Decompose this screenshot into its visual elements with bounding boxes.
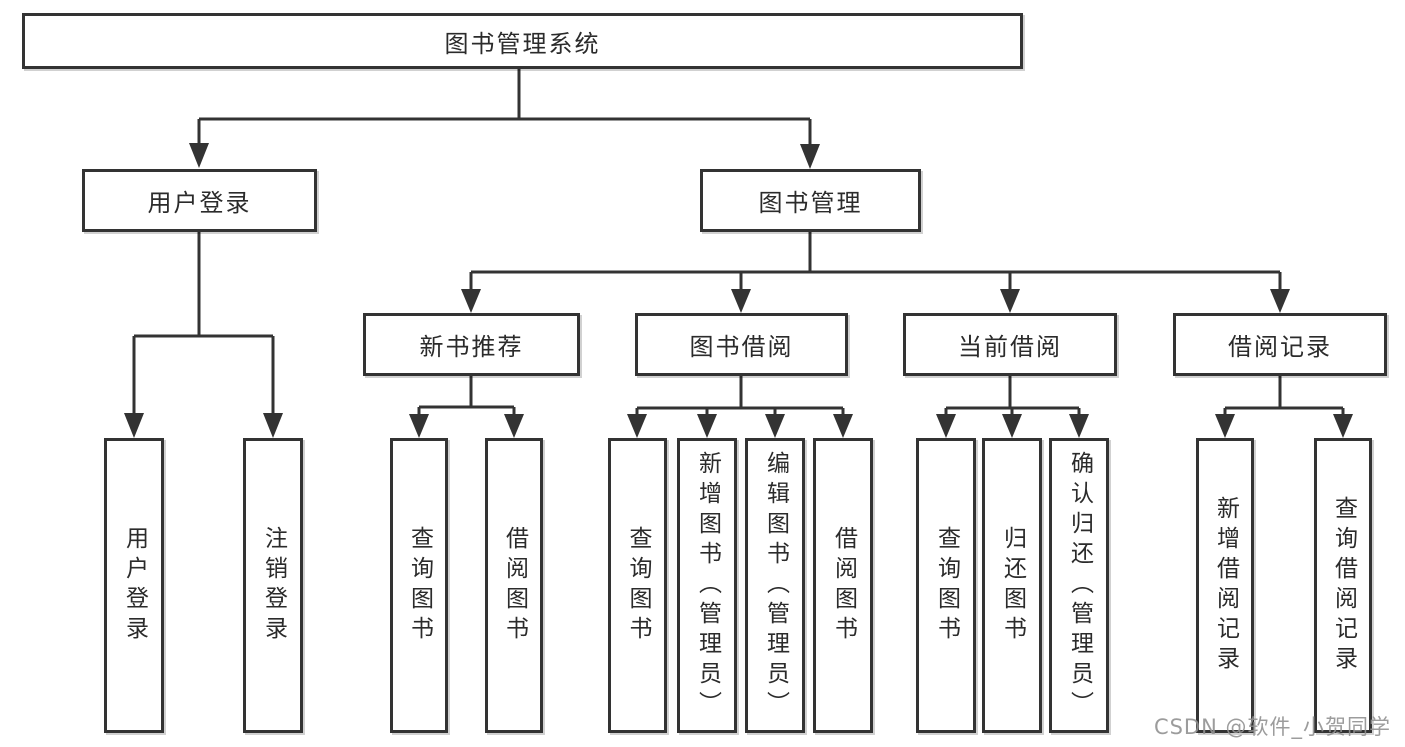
node-new-book-recommend-label: 新书推荐 (419, 333, 524, 361)
node-br-query-record-label: 查询借阅记录 (1330, 495, 1357, 676)
node-library-system: 图书管理系统 (22, 13, 1023, 69)
arrow-nbr-borrow-book (504, 414, 524, 438)
node-cb-return-book: 归还图书 (982, 438, 1042, 733)
node-br-add-record: 新增借阅记录 (1196, 438, 1254, 733)
node-bb-edit-book: 编辑图书（管理员） (745, 438, 805, 733)
node-user-login-label: 用户登录 (147, 189, 252, 217)
node-user-login: 用户登录 (82, 169, 317, 232)
node-br-add-record-label: 新增借阅记录 (1212, 495, 1239, 676)
arrow-borrow-record (1270, 289, 1290, 313)
arrow-bb-edit-book (765, 414, 785, 438)
arrow-bb-query-book (627, 414, 647, 438)
connector-book-management (469, 232, 1282, 295)
node-nbr-borrow-book: 借阅图书 (485, 438, 543, 733)
node-book-management-label: 图书管理 (758, 189, 863, 217)
node-bb-edit-book-label: 编辑图书（管理员） (762, 450, 789, 721)
node-book-borrow: 图书借阅 (635, 313, 848, 376)
node-cb-confirm-return: 确认归还（管理员） (1049, 438, 1109, 733)
arrow-cb-confirm-return (1069, 414, 1089, 438)
connector-current-borrow (944, 376, 1081, 421)
node-cb-query-book-label: 查询图书 (933, 525, 960, 646)
arrow-br-add-record (1215, 414, 1235, 438)
connector-user-login (132, 232, 275, 419)
node-cb-query-book: 查询图书 (916, 438, 976, 733)
csdn-watermark: CSDN @软件_小贺同学 (1153, 715, 1391, 739)
node-nbr-query-book-label: 查询图书 (406, 525, 433, 646)
node-current-borrow-label: 当前借阅 (958, 333, 1062, 361)
node-leaf-user-login: 用户登录 (104, 438, 164, 733)
connector-borrow-record (1223, 376, 1345, 421)
node-cb-return-book-label: 归还图书 (999, 525, 1026, 646)
node-book-borrow-label: 图书借阅 (689, 333, 794, 361)
arrow-leaf-logout (263, 413, 283, 438)
arrow-bb-add-book (697, 414, 717, 438)
arrow-user-login (189, 143, 209, 168)
node-bb-borrow-book-label: 借阅图书 (830, 525, 857, 646)
node-leaf-user-login-label: 用户登录 (121, 525, 148, 646)
node-bb-query-book: 查询图书 (608, 438, 667, 733)
node-nbr-borrow-book-label: 借阅图书 (501, 525, 528, 646)
arrow-leaf-user-login (124, 413, 144, 438)
arrow-br-query-record (1333, 414, 1353, 438)
node-bb-add-book-label: 新增图书（管理员） (694, 450, 721, 721)
node-current-borrow: 当前借阅 (903, 313, 1117, 376)
node-borrow-record-label: 借阅记录 (1228, 333, 1332, 361)
node-nbr-query-book: 查询图书 (390, 438, 448, 733)
node-bb-query-book-label: 查询图书 (625, 525, 651, 646)
connector-book-borrow (635, 376, 845, 421)
arrow-current-borrow (1000, 289, 1020, 313)
node-cb-confirm-return-label: 确认归还（管理员） (1066, 450, 1093, 721)
node-new-book-recommend: 新书推荐 (363, 313, 580, 376)
connector-root (197, 69, 812, 151)
node-bb-borrow-book: 借阅图书 (813, 438, 873, 733)
arrow-new-book-recommend (461, 289, 481, 313)
node-leaf-logout-label: 注销登录 (260, 525, 287, 646)
node-library-system-label: 图书管理系统 (444, 29, 601, 58)
node-borrow-record: 借阅记录 (1173, 313, 1387, 376)
arrow-cb-query-book (936, 414, 956, 438)
arrow-cb-return-book (1002, 414, 1022, 438)
connector-new-book-recommend (417, 376, 516, 421)
node-book-management: 图书管理 (700, 169, 921, 232)
arrow-bb-borrow-book (833, 414, 853, 438)
arrow-book-management (800, 144, 820, 169)
arrow-nbr-query-book (409, 414, 429, 438)
node-br-query-record: 查询借阅记录 (1314, 438, 1372, 733)
node-bb-add-book: 新增图书（管理员） (677, 438, 737, 733)
node-leaf-logout: 注销登录 (243, 438, 303, 733)
arrow-book-borrow (731, 289, 751, 313)
